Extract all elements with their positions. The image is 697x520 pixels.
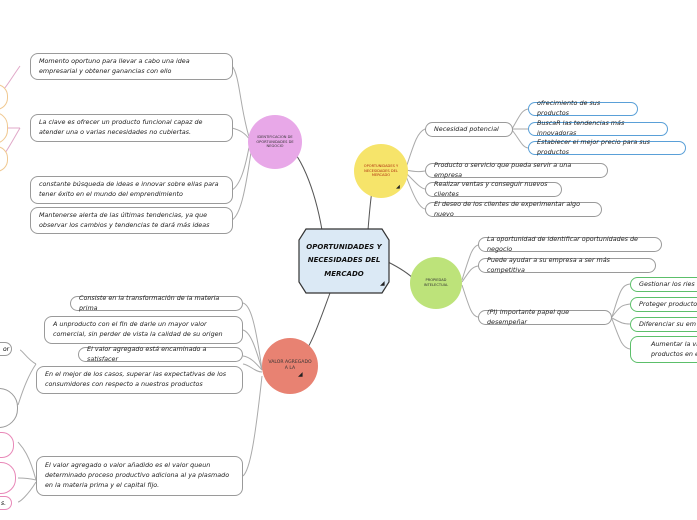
cutoff-or-text: or: [3, 346, 10, 353]
pi-child-4[interactable]: Aumentar la vi productos en e: [630, 336, 697, 363]
valor-expand-icon[interactable]: ◢: [298, 371, 303, 378]
branch-propiedad-label: PROPIEDAD INTELECTUAL: [423, 278, 449, 287]
central-expand-icon[interactable]: ◢: [380, 280, 385, 287]
central-hexagon: [298, 228, 390, 294]
pi-child-3[interactable]: Diferenciar su em: [630, 317, 697, 332]
right-top-item-1[interactable]: Producto o servicio que pueda servir a u…: [425, 160, 608, 179]
left-bottom-item-2-text: A unproducto con el fin de darle un mayo…: [53, 320, 223, 338]
left-bottom-item-5-text: El valor agregado o valor añadido es el …: [45, 461, 230, 489]
cutoff-left-box-s: s.: [0, 496, 12, 510]
pi-node-text: (PI) importante papel que desempeñar: [487, 307, 570, 326]
left-bottom-item-1-text: Consiste en la transformación de la mate…: [79, 293, 220, 312]
branch-identificacion[interactable]: IDENTIFICACION DE OPORTUNIDADES DE NEGOC…: [248, 115, 302, 169]
left-bottom-item-4-text: En el mejor de los casos, superar las ex…: [45, 370, 227, 388]
left-top-item-2-text: La clave es ofrecer un producto funciona…: [39, 118, 203, 136]
necesidad-child-3-text: Establecer el mejor precio para sus prod…: [537, 138, 650, 156]
branch-propiedad[interactable]: PROPIEDAD INTELECTUAL: [410, 257, 462, 309]
left-bottom-item-3-text: El valor agregado está encaminado a sati…: [87, 344, 207, 363]
necesidad-child-1-text: ofrecimiento de sus productos: [537, 99, 601, 117]
right-bottom-item-1-text: La oportunidad de identificar oportunida…: [487, 234, 638, 253]
pi-node[interactable]: (PI) importante papel que desempeñar: [478, 307, 612, 326]
left-bottom-item-5[interactable]: El valor agregado o valor añadido es el …: [36, 456, 243, 496]
necesidad-potencial[interactable]: Necesidad potencial: [425, 122, 513, 137]
right-bottom-item-2[interactable]: Puede ayudar a su empresa a ser más comp…: [478, 255, 656, 274]
branch-oportunidades-label: OPORTUNIDADES Y NECESIDADES DEL MERCADO: [363, 163, 399, 178]
pi-child-3-text: Diferenciar su em: [639, 319, 696, 328]
right-top-item-3[interactable]: El deseo de los clientes de experimentar…: [425, 199, 602, 218]
right-bottom-item-1[interactable]: La oportunidad de identificar oportunida…: [478, 234, 662, 253]
branch-valor[interactable]: VALOR AGREGADO A LA: [262, 338, 318, 394]
left-top-item-1-text: Momento oportuno para llevar a cabo una …: [39, 56, 190, 75]
necesidad-child-3[interactable]: Establecer el mejor precio para sus prod…: [528, 138, 686, 156]
right-bottom-item-2-text: Puede ayudar a su empresa a ser más comp…: [487, 255, 610, 274]
pi-child-1[interactable]: Gestionar los ries: [630, 277, 697, 292]
pi-child-4-text: Aumentar la vi productos en e: [651, 339, 697, 358]
branch-identificacion-label: IDENTIFICACION DE OPORTUNIDADES DE NEGOC…: [256, 134, 294, 149]
left-bottom-item-1[interactable]: Consiste en la transformación de la mate…: [70, 293, 243, 312]
right-top-item-1-text: Producto o servicio que pueda servir a u…: [434, 160, 572, 179]
left-top-item-4-text: Mantenerse alerta de las últimas tendenc…: [39, 210, 210, 229]
cutoff-s-text: s.: [1, 500, 7, 507]
left-top-item-3-text: constante búsqueda de ideas e innovar so…: [39, 180, 219, 198]
right-top-item-2[interactable]: Realizar ventas y conseguir nuevos clien…: [425, 179, 562, 198]
branch-oportunidades[interactable]: OPORTUNIDADES Y NECESIDADES DEL MERCADO: [354, 144, 408, 198]
right-top-item-2-text: Realizar ventas y conseguir nuevos clien…: [434, 179, 548, 198]
central-title: OPORTUNIDADES Y NECESIDADES DEL MERCADO: [306, 243, 382, 278]
necesidad-child-1[interactable]: ofrecimiento de sus productos: [528, 99, 638, 117]
necesidad-child-2-text: BuscaR las tendencias más innovadoras: [537, 119, 625, 137]
left-top-item-2[interactable]: La clave es ofrecer un producto funciona…: [30, 114, 233, 142]
pi-child-2-text: Proteger producto: [639, 299, 697, 308]
left-top-item-4[interactable]: Mantenerse alerta de las últimas tendenc…: [30, 207, 233, 234]
necesidad-potencial-text: Necesidad potencial: [434, 124, 499, 133]
left-bottom-item-3[interactable]: El valor agregado está encaminado a sati…: [78, 344, 243, 363]
left-top-item-1[interactable]: Momento oportuno para llevar a cabo una …: [30, 53, 233, 80]
left-bottom-item-4[interactable]: En el mejor de los casos, superar las ex…: [36, 366, 243, 394]
necesidad-child-2[interactable]: BuscaR las tendencias más innovadoras: [528, 119, 668, 137]
left-bottom-item-2[interactable]: A unproducto con el fin de darle un mayo…: [44, 316, 243, 344]
branch-valor-label: VALOR AGREGADO A LA: [268, 359, 312, 371]
cutoff-left-box-or: or: [0, 342, 12, 356]
right-top-item-3-text: El deseo de los clientes de experimentar…: [434, 199, 581, 218]
pi-child-2[interactable]: Proteger producto: [630, 297, 697, 312]
central-node[interactable]: OPORTUNIDADES Y NECESIDADES DEL MERCADO …: [298, 228, 390, 294]
oportunidades-expand-icon[interactable]: ◢: [396, 184, 400, 190]
left-top-item-3[interactable]: constante búsqueda de ideas e innovar so…: [30, 176, 233, 204]
pi-child-1-text: Gestionar los ries: [639, 279, 695, 288]
